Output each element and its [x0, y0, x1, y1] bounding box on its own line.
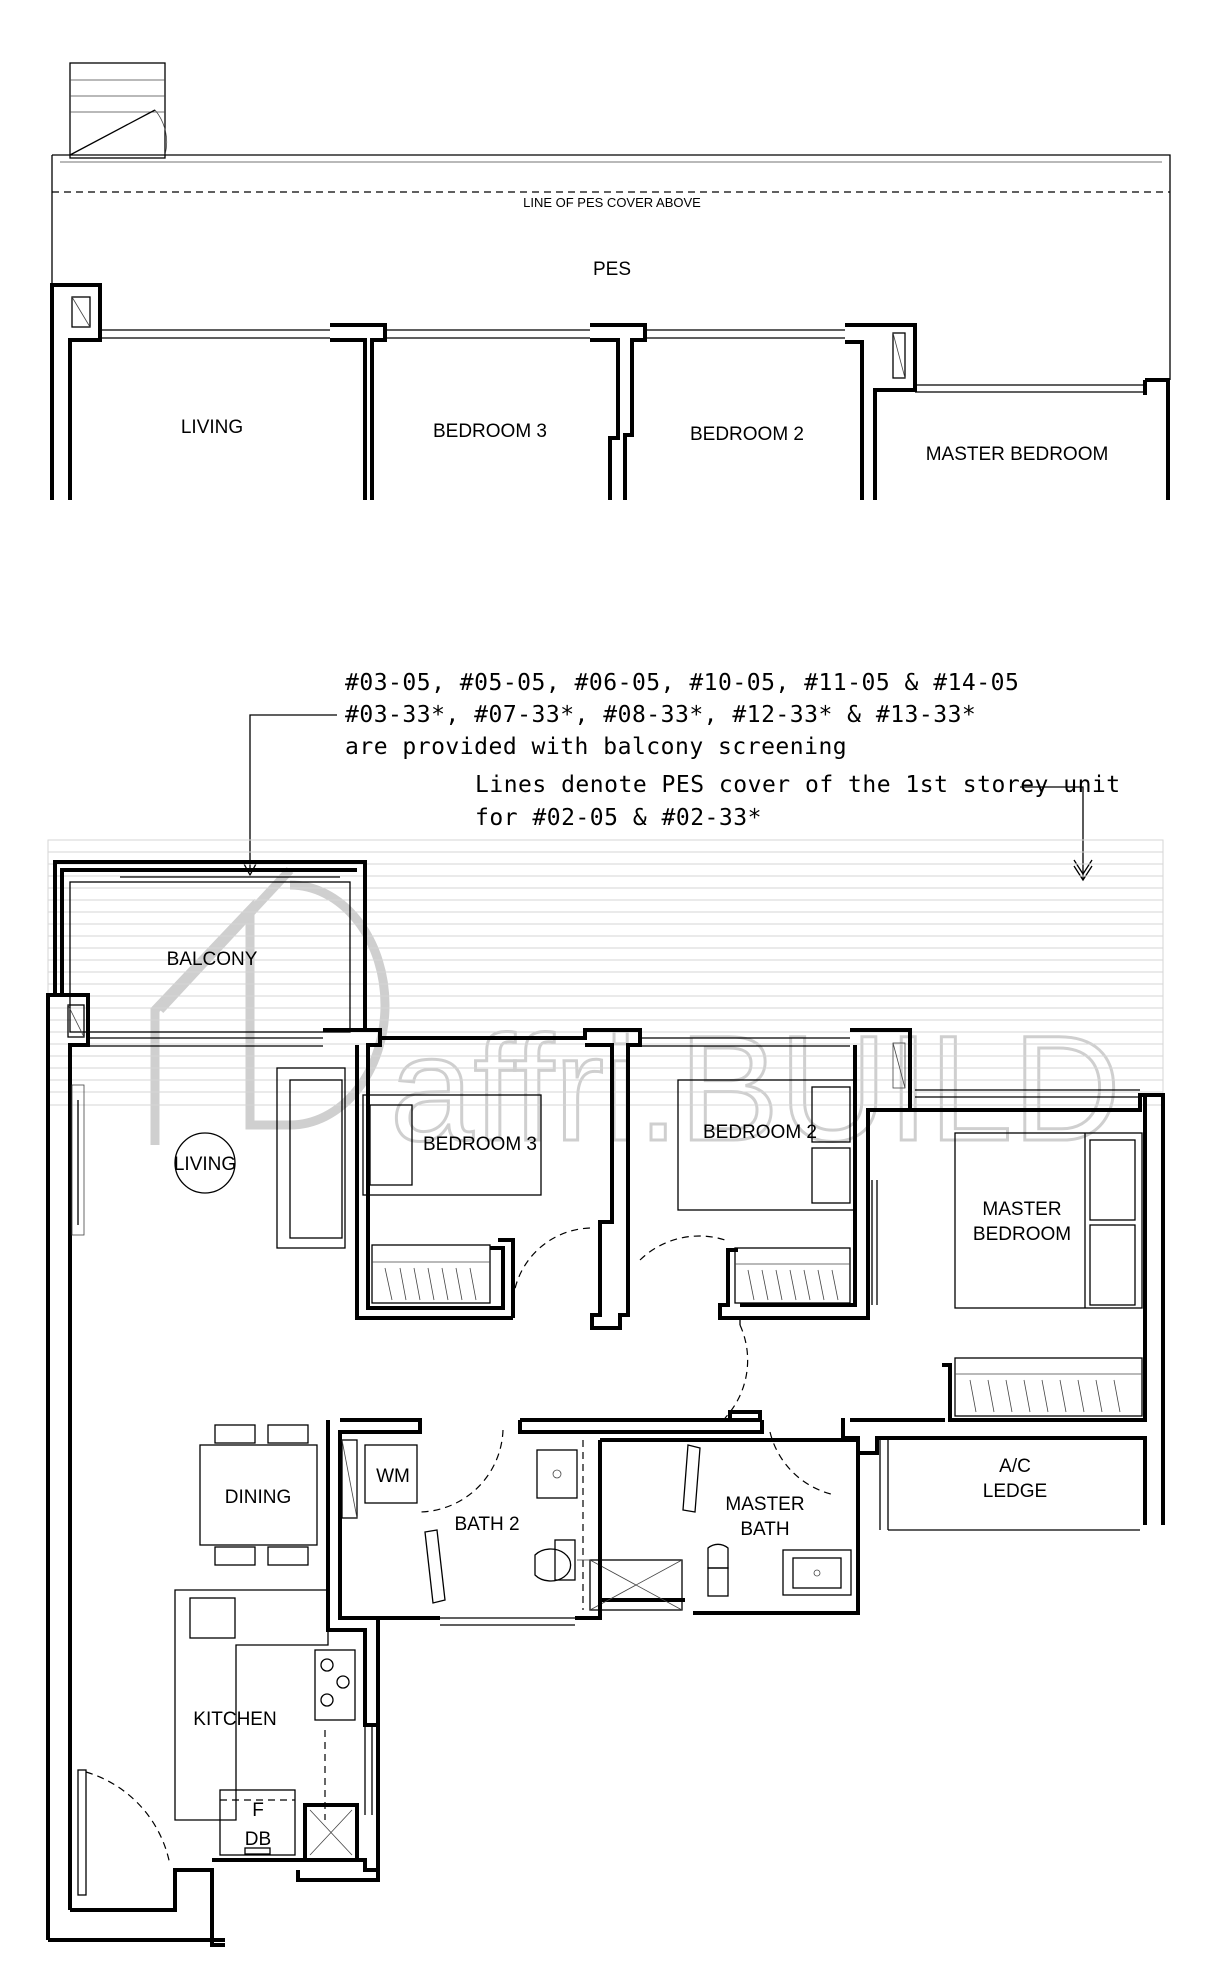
kitchen: KITCHEN F DB — [77, 1589, 373, 1896]
balcony: BALCONY — [53, 860, 367, 1033]
notes: #03-05, #05-05, #06-05, #10-05, #11-05 &… — [242, 670, 1121, 882]
upper-living-label: LIVING — [181, 417, 243, 438]
pes-cover-lines — [47, 839, 1164, 1106]
stair-icon — [69, 62, 168, 159]
bath2: WM BATH 2 — [326, 1418, 602, 1727]
pes-label: PES — [593, 259, 631, 280]
master-bedroom-label-line2: BEDROOM — [973, 1224, 1071, 1245]
screening-note-line1: #03-05, #05-05, #06-05, #10-05, #11-05 &… — [345, 670, 1019, 696]
master-bath: MASTER BATH — [589, 1438, 860, 1615]
lower-plan: BALCONY LIVING — [46, 860, 1165, 1947]
bath2-label: BATH 2 — [454, 1514, 519, 1535]
upper-bedroom2-label: BEDROOM 2 — [690, 424, 804, 445]
upper-plan: LINE OF PES COVER ABOVE PES LIVING BEDRO… — [50, 62, 1171, 500]
pes-cover-label: LINE OF PES COVER ABOVE — [523, 195, 701, 210]
living-label: LIVING — [174, 1154, 236, 1175]
bedroom2-label: BEDROOM 2 — [703, 1122, 817, 1143]
balcony-label: BALCONY — [167, 949, 258, 970]
ac-ledge-label-line1: A/C — [999, 1456, 1031, 1477]
master-bath-label-line1: MASTER — [725, 1494, 804, 1515]
master-bath-label-line2: BATH — [740, 1519, 789, 1540]
kitchen-label: KITCHEN — [193, 1709, 276, 1730]
db-label: DB — [245, 1829, 271, 1850]
living-symbol — [174, 1132, 236, 1194]
screening-note-line3: are provided with balcony screening — [345, 734, 847, 760]
bedroom2: BEDROOM 2 — [677, 1028, 912, 1320]
dining-table-icon: DINING — [199, 1424, 318, 1566]
fridge-label: F — [252, 1800, 264, 1821]
sofa-icon — [276, 1067, 346, 1249]
pes-cover-note-line1: Lines denote PES cover of the 1st storey… — [475, 772, 1121, 798]
upper-master-bedroom-label: MASTER BEDROOM — [926, 444, 1109, 465]
ac-ledge: A/C LEDGE — [841, 1418, 1147, 1531]
watermark-text: affri.BUILD — [390, 1004, 1121, 1172]
master-bedroom-label-line1: MASTER — [982, 1199, 1061, 1220]
dining-label: DINING — [225, 1487, 292, 1508]
ac-ledge-label-line2: LEDGE — [983, 1481, 1047, 1502]
watermark: affri.BUILD — [150, 866, 1122, 1174]
wm-label: WM — [376, 1466, 410, 1487]
screening-note-line2: #03-33*, #07-33*, #08-33*, #12-33* & #13… — [345, 702, 976, 728]
upper-bedroom3-label: BEDROOM 3 — [433, 421, 547, 442]
pes-cover-note-line2: for #02-05 & #02-33* — [475, 805, 762, 831]
bedroom3: BEDROOM 3 — [323, 1028, 591, 1320]
bedroom3-label: BEDROOM 3 — [423, 1134, 537, 1155]
